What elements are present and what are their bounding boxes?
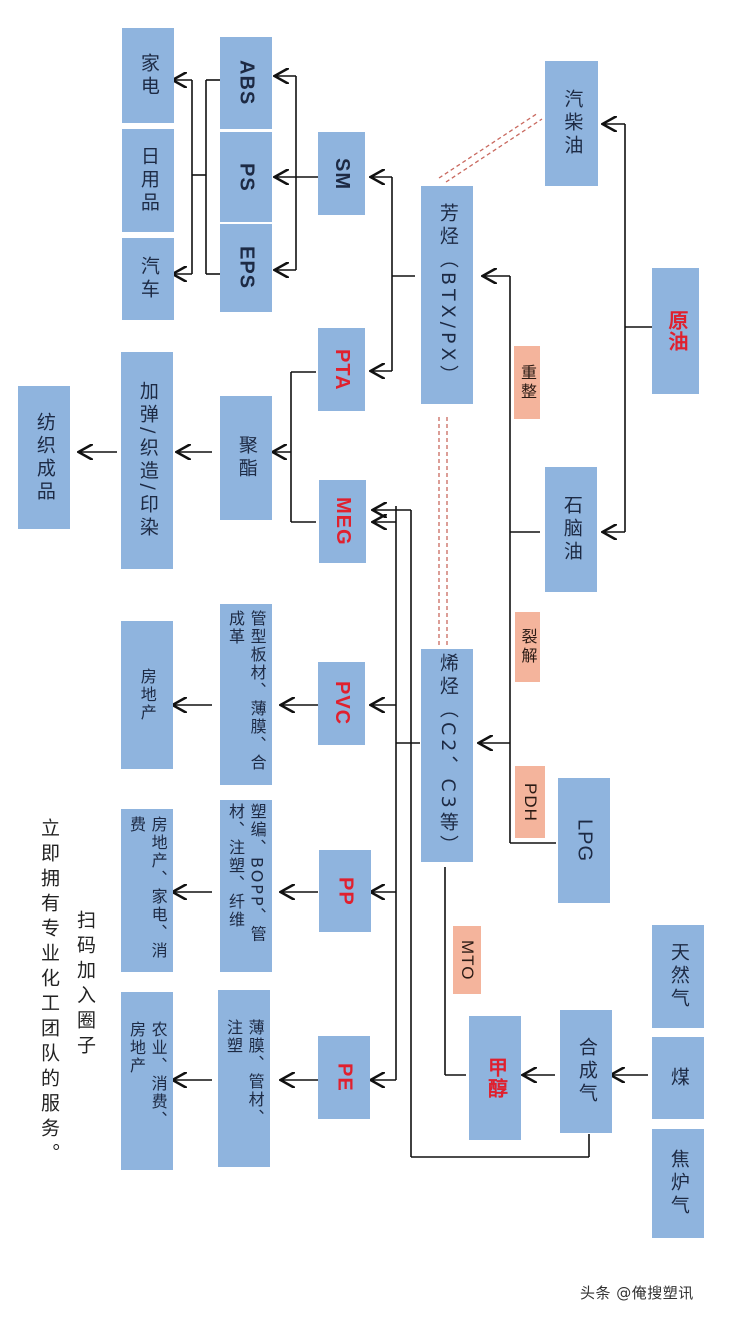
node-ps: PS xyxy=(220,132,272,222)
node-label: 管型板材、薄膜、合成革 xyxy=(226,609,267,772)
tag-label: MTO xyxy=(458,939,477,981)
node-label: PE xyxy=(333,1063,356,1092)
node-olefins: 烯烃（C2、C3等） xyxy=(421,649,473,862)
node-texturing: 加弹/织造/印染 xyxy=(121,352,173,569)
node-label: 家电 xyxy=(137,52,160,99)
node-label: 天然气 xyxy=(667,942,690,1011)
node-label: 汽柴油 xyxy=(561,89,584,158)
node-label: 纺织成品 xyxy=(33,411,56,504)
tag-label: 裂解 xyxy=(518,628,538,666)
node-label: 薄膜、管材、注塑 xyxy=(224,1018,265,1127)
node-pp-end-market: 房地产、家电、消费 xyxy=(121,809,173,972)
node-label: PVC xyxy=(331,681,353,726)
tag-pdh: PDH xyxy=(515,766,545,838)
node-pe-end-market: 农业、消费、房地产 xyxy=(121,992,173,1170)
footer-line-2: 立即拥有专业化工团队的服务。 xyxy=(38,818,60,1168)
node-crude-oil: 原油 xyxy=(652,268,699,394)
node-pp: PP xyxy=(319,850,371,932)
node-label: MEG xyxy=(332,497,354,546)
node-syngas: 合成气 xyxy=(560,1010,612,1133)
node-sm: SM xyxy=(318,132,365,215)
node-lpg: LPG xyxy=(558,778,610,903)
node-label: 烯烃（C2、C3等） xyxy=(436,653,459,858)
node-label: 农业、消费、房地产 xyxy=(127,1021,168,1129)
node-label: 合成气 xyxy=(575,1037,598,1106)
node-gasoline-diesel: 汽柴油 xyxy=(545,61,598,186)
node-daily-goods: 日用品 xyxy=(122,129,174,232)
tag-reforming: 重整 xyxy=(514,346,540,419)
node-naphtha: 石脑油 xyxy=(545,467,597,592)
node-label: 焦炉气 xyxy=(667,1149,690,1218)
node-label: 芳烃（BTX/PX） xyxy=(436,202,459,388)
node-natural-gas: 天然气 xyxy=(652,925,704,1028)
node-pe-uses: 薄膜、管材、注塑 xyxy=(218,990,270,1167)
node-pvc-end-market: 房地产 xyxy=(121,621,173,769)
node-appliances: 家电 xyxy=(122,28,174,123)
node-label: 房地产 xyxy=(137,668,157,722)
node-label: 加弹/织造/印染 xyxy=(136,381,159,540)
node-label: ABS xyxy=(235,60,258,106)
node-label: PTA xyxy=(331,348,353,391)
node-pp-uses: 塑编、BOPP、管材、注塑、纤维 xyxy=(220,800,272,972)
watermark: 头条 @俺搜塑讯 xyxy=(580,1284,694,1302)
node-label: 甲醇 xyxy=(484,1057,507,1099)
node-textile-products: 纺织成品 xyxy=(18,386,70,529)
node-aromatics: 芳烃（BTX/PX） xyxy=(421,186,473,404)
tag-cracking: 裂解 xyxy=(515,612,540,682)
node-eps: EPS xyxy=(220,224,272,312)
node-label: 汽车 xyxy=(137,256,160,302)
tag-mto: MTO xyxy=(453,926,481,994)
node-label: LPG xyxy=(573,818,596,863)
node-meg: MEG xyxy=(319,480,366,563)
node-automobile: 汽车 xyxy=(122,238,174,320)
node-label: SM xyxy=(331,157,353,190)
node-coal: 煤 xyxy=(652,1037,704,1119)
node-pta: PTA xyxy=(318,328,365,411)
node-label: 房地产、家电、消费 xyxy=(127,815,168,960)
node-label: 石脑油 xyxy=(560,495,583,564)
node-label: 日用品 xyxy=(137,146,160,215)
node-pe: PE xyxy=(318,1036,370,1119)
tag-label: 重整 xyxy=(518,363,537,402)
node-pvc-uses: 管型板材、薄膜、合成革 xyxy=(220,604,272,785)
node-label: 原油 xyxy=(665,310,687,352)
node-pvc: PVC xyxy=(318,662,365,745)
footer-line-1: 扫码加入圈子 xyxy=(74,910,96,1060)
node-polyester: 聚酯 xyxy=(220,396,272,520)
node-label: EPS xyxy=(235,246,258,290)
node-label: 煤 xyxy=(667,1066,690,1090)
tag-label: PDH xyxy=(521,782,540,822)
node-label: PP xyxy=(334,876,357,906)
node-label: 塑编、BOPP、管材、注塑、纤维 xyxy=(226,803,267,944)
node-label: PS xyxy=(235,162,258,192)
node-abs: ABS xyxy=(220,37,272,129)
node-label: 聚酯 xyxy=(235,435,258,481)
node-coke-oven-gas: 焦炉气 xyxy=(652,1129,704,1238)
node-methanol: 甲醇 xyxy=(469,1016,521,1140)
